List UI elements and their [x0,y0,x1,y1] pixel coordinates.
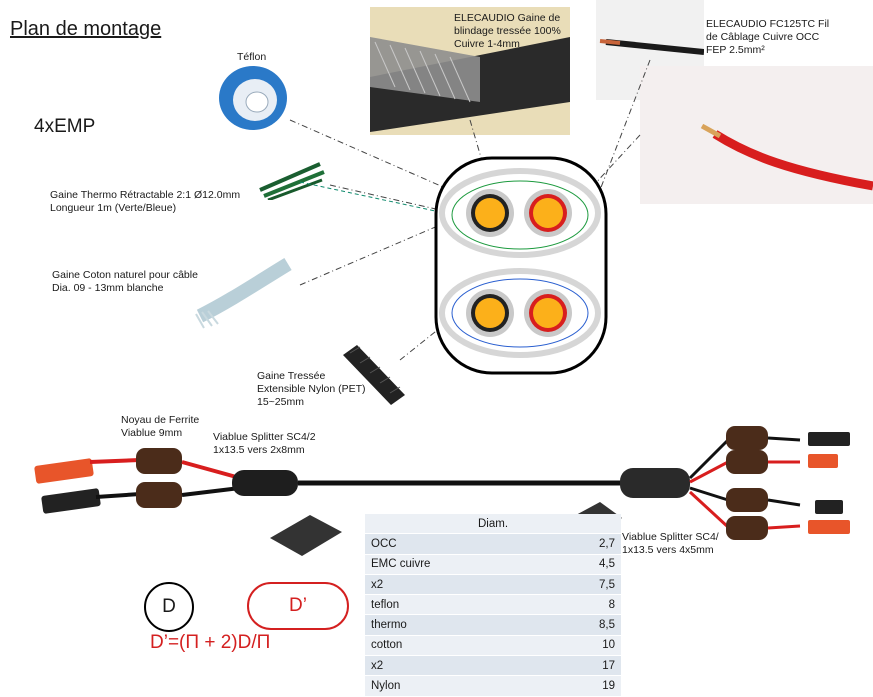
teflon-tape-photo [219,66,287,130]
left-plug-red [34,458,94,484]
label-cotton: Gaine Coton naturel pour câble Dia. 09 -… [52,269,198,294]
label-braided: Gaine Tressée Extensible Nylon (PET) 15~… [257,370,366,408]
table-header: Diam. [365,514,621,535]
row-name: x2 [365,574,529,596]
row-name: OCC [365,533,529,555]
count-label: 4xEMP [34,116,96,137]
row-name: x2 [365,655,529,677]
oval-d-prime: D’ [247,582,349,630]
row-value: 17 [529,655,621,677]
oval-d-label: D’ [289,595,307,616]
circle-d: D [144,582,194,632]
row-value: 2,7 [529,533,621,555]
row-value: 19 [529,675,621,697]
label-wire: ELECAUDIO FC125TC Fil de Câblage Cuivre … [706,18,830,56]
table-header-row: Diam. [365,514,621,535]
label-heatshrink: Gaine Thermo Rétractable 2:1 Ø12.0mm Lon… [50,189,241,214]
row-value: 4,5 [529,554,621,575]
row-value: 7,5 [529,574,621,596]
label-splitter-left: Viablue Splitter SC4/2 1x13.5 vers 2x8mm [213,431,316,456]
row-value: 10 [529,635,621,657]
label-shield: ELECAUDIO Gaine de blindage tressée 100%… [454,12,561,50]
row-name: Nylon [365,675,529,697]
cotton-sleeve-photo [195,258,292,329]
row-name: teflon [365,594,529,616]
formula-equation: D’=(Π + 2)D/Π [150,632,271,653]
row-name: EMC cuivre [365,554,529,575]
left-plug-black [41,488,101,514]
page-title: Plan de montage [10,18,162,40]
braided-sleeve-photo [343,345,405,405]
label-ferrite: Noyau de Ferrite Viablue 9mm [121,414,200,439]
heatshrink-photo [259,162,325,200]
shield-photo [370,7,570,135]
label-splitter-right: Viablue Splitter SC4/ 1x13.5 vers 4x5mm [622,531,719,556]
row-name: thermo [365,614,529,636]
row-value: 8,5 [529,614,621,636]
row-value: 8 [529,594,621,616]
label-teflon: Téflon [237,51,267,63]
row-name: cotton [365,635,529,657]
circle-d-label: D [162,596,176,617]
wire-red-photo [640,66,873,204]
